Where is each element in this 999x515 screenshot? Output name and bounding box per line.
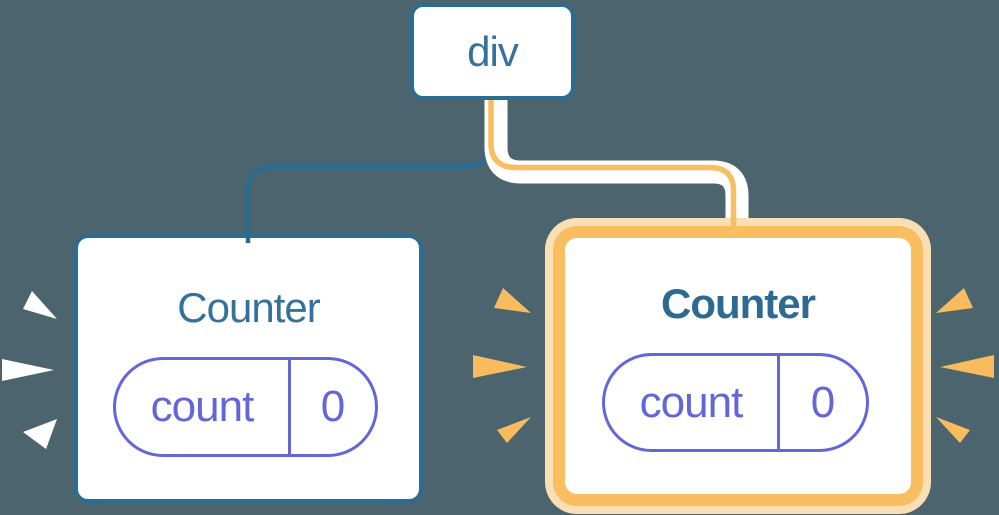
- burst-ray-icon: [936, 417, 970, 443]
- counter-card-left: Counter count 0: [74, 234, 423, 503]
- state-value: 0: [810, 377, 836, 427]
- burst-ray-icon: [494, 288, 531, 313]
- state-key: count: [150, 382, 255, 431]
- counter-title: Counter: [661, 280, 816, 327]
- burst-ray-icon: [2, 359, 54, 381]
- state-value: 0: [320, 382, 346, 431]
- pill-divider: [288, 360, 291, 454]
- edge-root-to-left-counter-icon: [245, 98, 495, 243]
- state-pill: count 0: [602, 353, 869, 452]
- counter-title: Counter: [177, 284, 320, 331]
- burst-ray-icon: [497, 417, 531, 443]
- burst-ray-icon: [23, 291, 57, 319]
- burst-ray-icon: [936, 288, 973, 313]
- edge-root-to-right-counter-band-icon: [484, 98, 749, 218]
- burst-ray-icon: [473, 355, 527, 378]
- state-key: count: [639, 377, 744, 427]
- counter-card-right: Counter count 0: [553, 226, 923, 506]
- burst-ray-icon: [23, 419, 57, 449]
- state-pill: count 0: [113, 357, 378, 457]
- edge-root-to-right-counter-icon: [488, 98, 737, 232]
- root-node-label: div: [467, 27, 519, 75]
- root-node: div: [410, 3, 575, 100]
- pill-divider: [777, 356, 780, 449]
- burst-ray-icon: [940, 355, 994, 378]
